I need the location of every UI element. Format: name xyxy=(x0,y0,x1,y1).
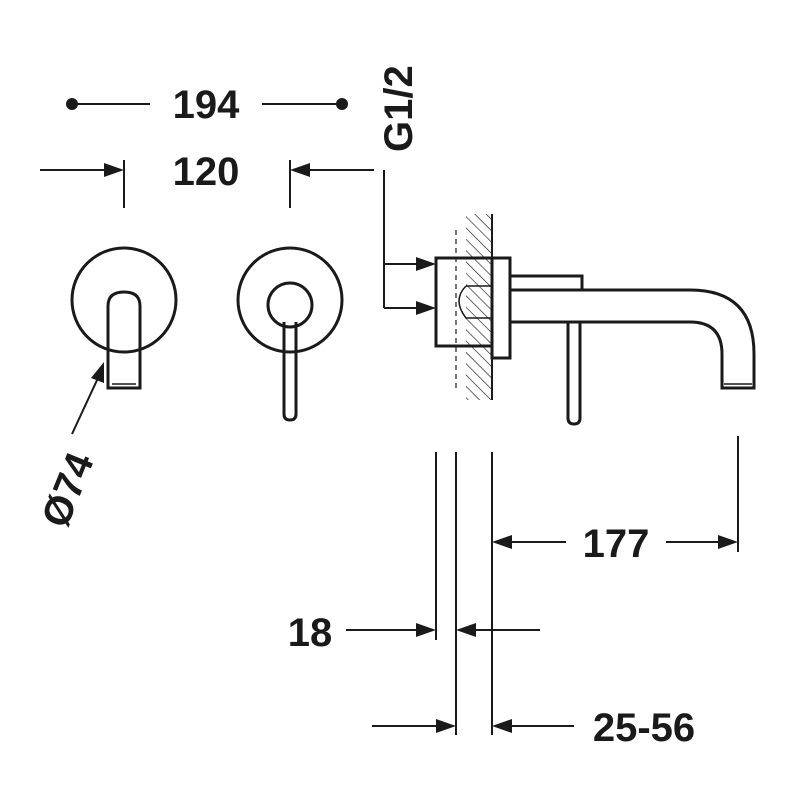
handle-hub-circle xyxy=(266,281,314,329)
wall-rosette-plate xyxy=(490,256,512,360)
connection-thread-label: G1/2 xyxy=(377,65,421,152)
dimension-dot-right xyxy=(336,98,348,110)
connection-thread-callout: G1/2 xyxy=(377,65,436,315)
wall-section xyxy=(455,214,493,400)
spout-arm xyxy=(508,288,756,390)
handle-rosette-front-view xyxy=(236,246,344,422)
arrow-head-left xyxy=(436,719,456,733)
center-distance-dimension: 120 xyxy=(40,150,374,208)
arrow-head-left xyxy=(492,535,512,549)
handle-lever-side xyxy=(566,322,582,426)
arrow-head-right xyxy=(456,623,476,637)
spout-outline xyxy=(106,290,142,390)
faucet-side-view xyxy=(434,256,756,426)
arrow-head-right xyxy=(290,163,310,177)
side-view-extension-lines xyxy=(435,436,739,735)
plate-thickness-dimension: 18 xyxy=(288,611,540,655)
wall-depth-dimension: 25-56 xyxy=(372,706,695,750)
wall-hatching xyxy=(466,214,492,400)
spout-projection-label: 177 xyxy=(583,522,650,566)
arrow-head-left xyxy=(416,623,436,637)
arrow-head-left xyxy=(104,163,124,177)
plate-thickness-label: 18 xyxy=(288,611,333,655)
handle-base xyxy=(508,274,584,292)
leader-arrow-lower xyxy=(416,301,436,315)
rosette-diameter-label: Ø74 xyxy=(34,446,103,533)
spout-projection-dimension: 177 xyxy=(492,522,738,566)
wall-depth-label: 25-56 xyxy=(593,706,695,750)
handle-rosette-circle xyxy=(236,246,344,354)
diameter-leader-line xyxy=(71,377,99,435)
diameter-arrow-head xyxy=(91,362,104,383)
overall-width-label: 194 xyxy=(173,83,240,127)
overall-width-dimension: 194 xyxy=(66,83,348,127)
rosette-circle xyxy=(70,246,178,354)
leader-arrow-upper xyxy=(416,257,436,271)
arrow-head-right xyxy=(718,535,738,549)
spout-rosette-front-view xyxy=(70,246,178,390)
valve-inner-detail xyxy=(458,285,492,319)
handle-lever xyxy=(282,322,298,422)
arrow-head-right xyxy=(492,719,512,733)
center-distance-label: 120 xyxy=(173,150,240,194)
rosette-diameter-dimension: Ø74 xyxy=(34,362,104,533)
